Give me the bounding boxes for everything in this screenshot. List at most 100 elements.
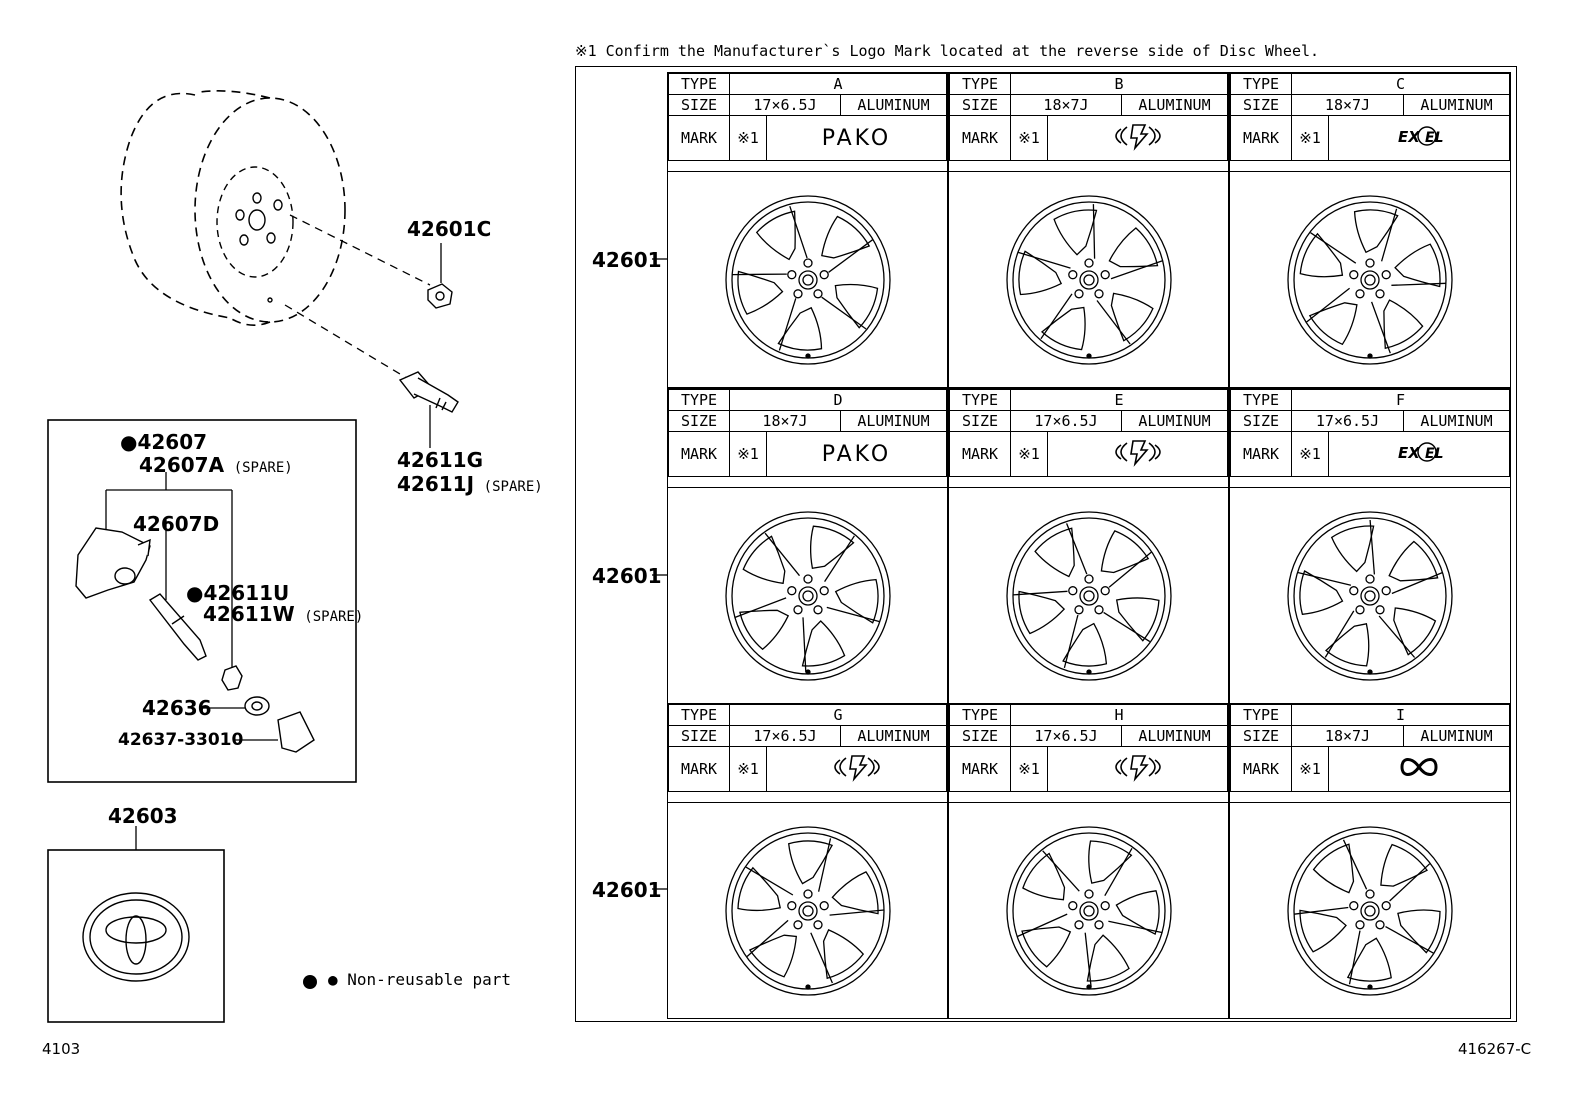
mark-logo: PAKO bbox=[766, 431, 947, 477]
label-42611W: 42611W bbox=[203, 602, 295, 626]
size-value: 17×6.5J bbox=[1291, 410, 1404, 432]
type-label: TYPE bbox=[668, 73, 730, 95]
material-value: ALUMINUM bbox=[1403, 725, 1510, 747]
mark-ref: ※1 bbox=[1010, 746, 1048, 792]
mark-label: MARK bbox=[668, 115, 730, 161]
size-label: SIZE bbox=[949, 410, 1011, 432]
svg-text:EX: EX bbox=[1398, 128, 1421, 146]
sensor-nut bbox=[221, 665, 243, 691]
legend-non-reusable: ● Non-reusable part bbox=[328, 970, 512, 989]
label-42607: ●42607 bbox=[120, 430, 208, 454]
size-value: 18×7J bbox=[729, 410, 841, 432]
size-value: 17×6.5J bbox=[729, 94, 841, 116]
emblem-frame bbox=[47, 849, 225, 1023]
size-label: SIZE bbox=[1230, 410, 1292, 432]
wheel-image bbox=[1230, 802, 1510, 1018]
type-value: H bbox=[1010, 704, 1228, 726]
mark-label: MARK bbox=[949, 115, 1011, 161]
bridge-logo bbox=[1114, 755, 1161, 782]
spare-tag: (SPARE) bbox=[304, 609, 364, 625]
wheel-image bbox=[949, 171, 1228, 387]
type-value: B bbox=[1010, 73, 1228, 95]
type-label: TYPE bbox=[668, 704, 730, 726]
confirm-logo-note: ※1 Confirm the Manufacturer`s Logo Mark … bbox=[575, 42, 1320, 60]
mark-ref: ※1 bbox=[1291, 115, 1329, 161]
type-value: I bbox=[1291, 704, 1510, 726]
size-label: SIZE bbox=[668, 410, 730, 432]
material-value: ALUMINUM bbox=[1403, 410, 1510, 432]
type-label: TYPE bbox=[949, 389, 1011, 411]
mark-logo bbox=[1047, 746, 1228, 792]
wheel-image bbox=[668, 487, 947, 703]
toyota-emblem bbox=[82, 892, 190, 982]
alloy-wheel-drawing bbox=[724, 194, 891, 365]
valve-cap bbox=[277, 711, 315, 753]
pako-mark: PAKO bbox=[821, 125, 892, 151]
mark-label: MARK bbox=[949, 746, 1011, 792]
alloy-wheel-drawing bbox=[724, 510, 891, 681]
label-42611U: ●42611U bbox=[186, 581, 290, 605]
type-label: TYPE bbox=[949, 704, 1011, 726]
hub-nut bbox=[427, 283, 453, 309]
alloy-wheel-drawing bbox=[1005, 825, 1172, 996]
wheel-image bbox=[1230, 171, 1510, 387]
tire-valve bbox=[398, 371, 459, 413]
mark-logo bbox=[766, 746, 947, 792]
alloy-wheel-drawing bbox=[1287, 194, 1453, 365]
size-value: 18×7J bbox=[1291, 725, 1404, 747]
label-42603: 42603 bbox=[108, 804, 178, 828]
mark-ref: ※1 bbox=[729, 431, 767, 477]
alloy-wheel-drawing bbox=[1287, 510, 1453, 681]
alloy-wheel-drawing bbox=[1005, 194, 1172, 365]
alloy-wheel-drawing bbox=[1005, 510, 1172, 681]
mark-label: MARK bbox=[668, 746, 730, 792]
size-value: 17×6.5J bbox=[1010, 410, 1122, 432]
label-42607A: 42607A bbox=[139, 453, 225, 477]
label-42601C: 42601C bbox=[407, 217, 492, 241]
label-42601-row1: 42601 bbox=[592, 248, 662, 272]
type-value: D bbox=[729, 389, 947, 411]
footer-left-code: 4103 bbox=[42, 1040, 81, 1058]
mark-logo bbox=[1328, 746, 1510, 792]
infinity-logo bbox=[1400, 758, 1438, 776]
size-label: SIZE bbox=[668, 94, 730, 116]
wheel-hub bbox=[216, 166, 294, 303]
size-value: 17×6.5J bbox=[729, 725, 841, 747]
row-leader-lines bbox=[652, 258, 667, 890]
mark-logo: PAKO bbox=[766, 115, 947, 161]
wheel-image bbox=[1230, 487, 1510, 703]
mark-label: MARK bbox=[1230, 431, 1292, 477]
bridge-logo bbox=[1114, 440, 1161, 467]
mark-label: MARK bbox=[668, 431, 730, 477]
spare-tag: (SPARE) bbox=[483, 479, 543, 495]
sensor-valve-stem bbox=[148, 593, 207, 661]
size-value: 18×7J bbox=[1291, 94, 1404, 116]
bridge-logo bbox=[833, 755, 880, 782]
mark-ref: ※1 bbox=[1010, 431, 1048, 477]
type-label: TYPE bbox=[1230, 389, 1292, 411]
size-label: SIZE bbox=[1230, 94, 1292, 116]
label-42601-row3: 42601 bbox=[592, 878, 662, 902]
pako-mark: PAKO bbox=[821, 441, 892, 467]
size-label: SIZE bbox=[949, 725, 1011, 747]
mark-logo bbox=[1047, 431, 1228, 477]
type-value: G bbox=[729, 704, 947, 726]
size-value: 18×7J bbox=[1010, 94, 1122, 116]
mark-ref: ※1 bbox=[1291, 746, 1329, 792]
type-label: TYPE bbox=[1230, 73, 1292, 95]
non-reusable-dot bbox=[303, 975, 317, 989]
svg-text:EX: EX bbox=[1398, 444, 1421, 462]
size-label: SIZE bbox=[1230, 725, 1292, 747]
material-value: ALUMINUM bbox=[1121, 94, 1228, 116]
label-42637-33010: 42637-33010 bbox=[118, 730, 244, 750]
mark-ref: ※1 bbox=[1291, 431, 1329, 477]
mark-label: MARK bbox=[1230, 115, 1292, 161]
